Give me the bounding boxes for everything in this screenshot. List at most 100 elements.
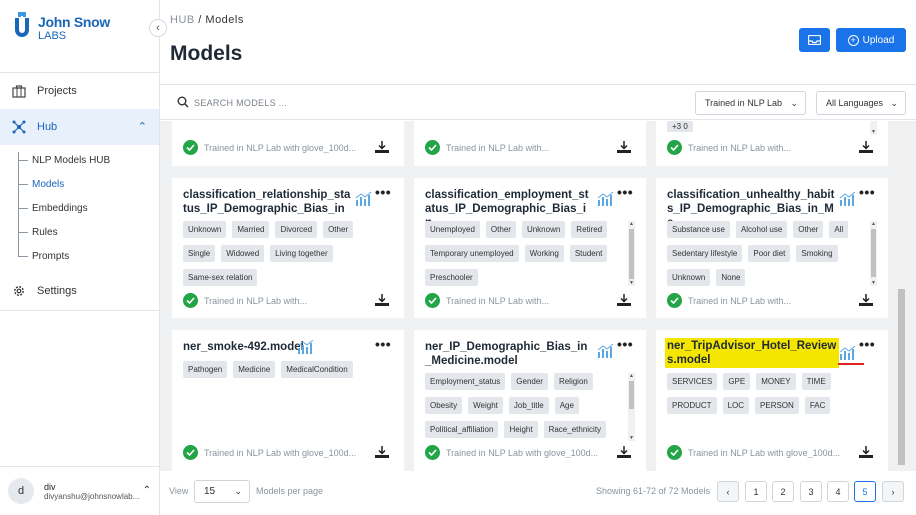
sidebar-subitem-nlp-models-hub[interactable]: NLP Models HUB	[18, 152, 110, 168]
tags-scrollbar[interactable]: ▼	[870, 121, 877, 135]
tag: SERVICES	[667, 373, 718, 390]
more-options-icon[interactable]: •••	[617, 184, 634, 200]
model-title[interactable]: ner_TripAdvisor_Hotel_Reviews.model	[665, 338, 839, 368]
hub-icon	[11, 119, 27, 135]
prev-page-button[interactable]: ‹	[717, 481, 739, 502]
model-card[interactable]: classification_unhealthy_habits_IP_Demog…	[656, 178, 888, 318]
tags-scrollbar[interactable]: ▲▼	[870, 221, 877, 286]
breadcrumb-current: Models	[205, 14, 244, 26]
download-icon[interactable]	[374, 445, 390, 465]
sidebar-item-label: Hub	[37, 121, 58, 133]
filter-toolbar: Trained in NLP Lab ⌄ All Languages ⌄	[160, 84, 916, 120]
download-icon[interactable]	[858, 445, 874, 465]
avatar: d	[8, 478, 34, 504]
tag: Height	[504, 421, 538, 438]
user-profile[interactable]: d div divyanshu@johnsnowlab... ⌃	[0, 466, 159, 515]
page-4-button[interactable]: 4	[827, 481, 849, 502]
metrics-chart-icon[interactable]	[839, 346, 856, 361]
tag: Other	[793, 221, 824, 238]
metrics-chart-icon[interactable]	[597, 344, 614, 359]
next-page-button[interactable]: ›	[882, 481, 904, 502]
model-card[interactable]: ner_smoke-492.model ••• Pathogen Medicin…	[172, 330, 404, 471]
download-icon[interactable]	[616, 293, 632, 313]
breadcrumb-hub[interactable]: HUB	[170, 14, 195, 26]
chevron-up-icon[interactable]: ⌃	[137, 121, 147, 133]
model-card[interactable]: classification_relationship_status_IP_De…	[172, 178, 404, 318]
page-1-button[interactable]: 1	[745, 481, 767, 502]
sidebar-item-hub[interactable]: Hub ⌃	[0, 109, 159, 145]
model-title[interactable]: ner_smoke-492.model	[183, 341, 304, 353]
model-card[interactable]: ner_IP_Demographic_Bias_in_Medicine.mode…	[414, 330, 646, 471]
tag: LOC	[722, 397, 750, 414]
tag: TIME	[801, 373, 831, 390]
sidebar-collapse-button[interactable]: ‹	[149, 19, 167, 37]
model-card[interactable]: ner_TripAdvisor_Hotel_Reviews.model ••• …	[656, 330, 888, 471]
grid-scrollbar[interactable]	[897, 121, 906, 471]
tag: All	[829, 221, 849, 238]
tags-scrollbar[interactable]: ▲▼	[628, 373, 635, 441]
more-options-icon[interactable]: •••	[375, 336, 392, 352]
model-title[interactable]: ner_IP_Demographic_Bias_in_Medicine.mode…	[425, 341, 588, 367]
sidebar-item-settings[interactable]: Settings	[0, 273, 159, 309]
tag: Working	[524, 245, 564, 262]
check-circle-icon	[667, 445, 682, 460]
chevron-left-icon: ‹	[156, 22, 160, 34]
page-5-button[interactable]: 5	[854, 481, 876, 502]
per-page-select[interactable]: 15 ⌄	[194, 480, 250, 503]
more-options-icon[interactable]: •••	[859, 336, 876, 352]
more-options-icon[interactable]: •••	[617, 336, 634, 352]
sidebar-item-projects[interactable]: Projects	[0, 73, 159, 109]
tag: +3 0	[667, 121, 693, 132]
download-icon[interactable]	[616, 140, 632, 160]
sidebar-subitem-prompts[interactable]: Prompts	[18, 248, 69, 264]
search-input[interactable]	[194, 94, 394, 112]
tag: Single	[183, 245, 216, 262]
download-icon[interactable]	[858, 140, 874, 160]
scrollbar-thumb[interactable]	[898, 289, 905, 465]
tag-list: Substance use Alcohol use Other All Sede…	[667, 221, 863, 286]
tags-scrollbar[interactable]: ▲▼	[628, 221, 635, 286]
metrics-chart-icon[interactable]	[839, 192, 856, 207]
metrics-chart-icon[interactable]	[355, 192, 372, 207]
view-label: View	[169, 486, 189, 496]
tag: FAC	[804, 397, 831, 414]
sidebar-item-label: Projects	[37, 85, 77, 97]
check-circle-icon	[183, 140, 198, 155]
john-snow-labs-logo[interactable]: John Snow LABS	[12, 12, 122, 46]
model-card[interactable]: +3 0 ▼ Trained in NLP Lab with...	[656, 121, 888, 166]
page-title: Models	[170, 42, 243, 65]
sidebar-subitem-embeddings[interactable]: Embeddings	[18, 200, 88, 216]
upload-button[interactable]: + Upload	[836, 28, 906, 52]
more-options-icon[interactable]: •••	[859, 184, 876, 200]
check-circle-icon	[667, 140, 682, 155]
card-footer: Trained in NLP Lab with...	[667, 140, 877, 155]
download-icon[interactable]	[616, 445, 632, 465]
trained-filter-select[interactable]: Trained in NLP Lab ⌄	[695, 91, 806, 115]
model-card[interactable]: Trained in NLP Lab with...	[414, 121, 646, 166]
import-button[interactable]	[799, 28, 830, 52]
sidebar-subitem-models[interactable]: Models	[18, 176, 64, 192]
tag: Living together	[270, 245, 333, 262]
model-title[interactable]: classification_relationship_status_IP_De…	[183, 189, 351, 229]
model-card[interactable]: classification_employment_status_IP_Demo…	[414, 178, 646, 318]
search-icon	[177, 96, 189, 108]
pagination-bar: View 15 ⌄ Models per page Showing 61-72 …	[160, 472, 916, 515]
download-icon[interactable]	[858, 293, 874, 313]
chevron-up-icon[interactable]: ⌃	[142, 485, 151, 496]
language-filter-select[interactable]: All Languages ⌄	[816, 91, 906, 115]
page-2-button[interactable]: 2	[772, 481, 794, 502]
download-icon[interactable]	[374, 140, 390, 160]
sidebar-subitem-rules[interactable]: Rules	[18, 224, 58, 240]
tag: Job_title	[508, 397, 549, 414]
download-icon[interactable]	[374, 293, 390, 313]
metrics-chart-icon[interactable]	[597, 192, 614, 207]
tag: PRODUCT	[667, 397, 717, 414]
metrics-chart-icon[interactable]	[297, 340, 314, 355]
breadcrumb: HUB / Models	[170, 14, 244, 26]
models-grid[interactable]: Trained in NLP Lab with glove_100d... Tr…	[160, 121, 916, 471]
model-card[interactable]: Trained in NLP Lab with glove_100d...	[172, 121, 404, 166]
tag: Retired	[571, 221, 608, 238]
page-3-button[interactable]: 3	[800, 481, 822, 502]
card-footer: Trained in NLP Lab with...	[425, 293, 635, 308]
more-options-icon[interactable]: •••	[375, 184, 392, 200]
